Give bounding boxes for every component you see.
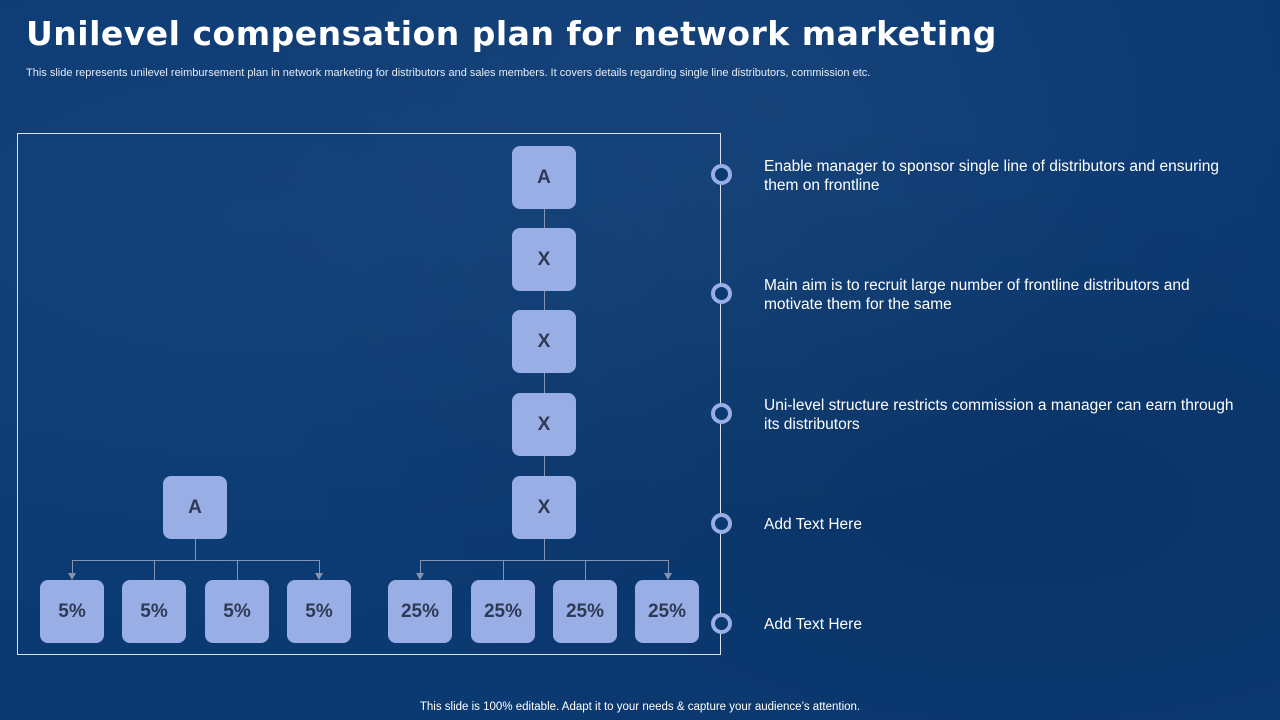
commission-node: 25% [635, 580, 699, 643]
commission-node: 5% [40, 580, 104, 643]
chain-connector [544, 291, 545, 310]
branch-drop [154, 560, 155, 580]
branch-drop [668, 560, 669, 573]
point-text: Enable manager to sponsor single line of… [764, 158, 1219, 194]
diagram-frame [17, 133, 721, 655]
root-connector [195, 539, 196, 560]
slide-footer: This slide is 100% editable. Adapt it to… [419, 701, 861, 713]
chain-node: X [512, 310, 576, 373]
chain-connector [544, 539, 545, 560]
left-root-node: A [163, 476, 227, 539]
commission-node: 25% [471, 580, 535, 643]
slide-title: Unilevel compensation plan for network m… [26, 14, 997, 53]
chain-node: X [512, 393, 576, 456]
point-text: Uni-level structure restricts commission… [764, 397, 1234, 433]
bullet-ring-icon [711, 283, 732, 304]
arrow-down-icon [416, 573, 424, 580]
point-text: Add Text Here [764, 616, 862, 633]
branch-connector [420, 560, 669, 561]
arrow-down-icon [68, 573, 76, 580]
bullet-ring-icon [711, 403, 732, 424]
chain-connector [544, 208, 545, 228]
chain-connector [544, 373, 545, 393]
commission-node: 25% [553, 580, 617, 643]
chain-connector [544, 455, 545, 476]
chain-node: X [512, 476, 576, 539]
branch-drop [503, 560, 504, 580]
point-text: Add Text Here [764, 516, 862, 533]
commission-node: 5% [205, 580, 269, 643]
commission-node: 5% [287, 580, 351, 643]
point-text: Main aim is to recruit large number of f… [764, 277, 1190, 313]
bullet-ring-icon [711, 613, 732, 634]
branch-connector [72, 560, 320, 561]
branch-drop [72, 560, 73, 573]
commission-node: 5% [122, 580, 186, 643]
commission-node: 25% [388, 580, 452, 643]
branch-drop [319, 560, 320, 573]
bullet-ring-icon [711, 164, 732, 185]
arrow-down-icon [664, 573, 672, 580]
chain-node-root: A [512, 146, 576, 209]
branch-drop [585, 560, 586, 580]
slide-subtitle: This slide represents unilevel reimburse… [26, 67, 871, 79]
branch-drop [237, 560, 238, 580]
bullet-ring-icon [711, 513, 732, 534]
arrow-down-icon [315, 573, 323, 580]
branch-drop [420, 560, 421, 573]
chain-node: X [512, 228, 576, 291]
